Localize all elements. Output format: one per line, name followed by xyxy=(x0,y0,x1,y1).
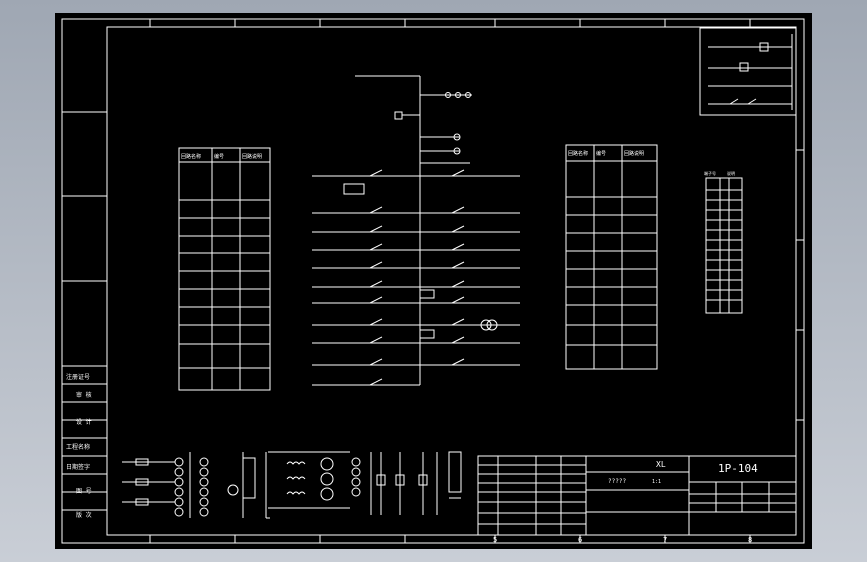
col-number: 5 xyxy=(493,536,497,544)
aux-diagrams xyxy=(122,451,462,519)
title-block-text: XL 1P-104 ????? 1:1 xyxy=(608,460,758,485)
side-label: 设 计 xyxy=(76,418,92,426)
table-header: 回路说明 xyxy=(242,153,262,160)
title-block-name: ????? xyxy=(608,478,626,485)
table-header: 回路说明 xyxy=(624,150,644,157)
side-label: 日期签字 xyxy=(66,463,90,471)
drawing-number: 1P-104 xyxy=(718,462,758,475)
title-block-small: 1:1 xyxy=(652,479,661,485)
col-number: 8 xyxy=(748,536,752,544)
side-label: 审 核 xyxy=(76,391,92,399)
left-table-headers: 回路名称 编号 回路说明 xyxy=(181,153,262,160)
table-header: 编号 xyxy=(596,150,606,157)
top-zone-ticks xyxy=(149,19,804,543)
drawing-canvas xyxy=(55,13,812,549)
terminal-table-headers: 端子号 说明 xyxy=(704,170,735,176)
scale-label: XL xyxy=(656,460,666,469)
table-header: 端子号 xyxy=(704,170,716,176)
table-header: 编号 xyxy=(214,153,224,160)
col-number: 7 xyxy=(663,536,667,544)
terminal-table xyxy=(705,177,743,314)
col-number: 6 xyxy=(578,536,582,544)
side-label: 图 号 xyxy=(76,488,92,495)
side-label: 版 次 xyxy=(76,511,92,519)
title-block xyxy=(477,455,797,536)
table-header: 回路名称 xyxy=(181,153,201,160)
table-header: 回路名称 xyxy=(568,150,588,157)
side-label: 注册证号 xyxy=(66,373,90,381)
left-binding-strip xyxy=(62,111,107,511)
left-circuit-table xyxy=(178,147,271,391)
schematic xyxy=(312,75,520,386)
left-side-labels: 注册证号 审 核 设 计 工程名称 日期签字 图 号 版 次 xyxy=(66,373,92,519)
table-header: 说明 xyxy=(727,170,735,176)
bottom-col-numbers: 5 6 7 8 xyxy=(493,536,752,544)
right-table-headers: 回路名称 编号 回路说明 xyxy=(568,150,644,157)
detail-box xyxy=(699,27,797,116)
side-label: 工程名称 xyxy=(66,443,90,451)
right-circuit-table xyxy=(565,144,658,370)
